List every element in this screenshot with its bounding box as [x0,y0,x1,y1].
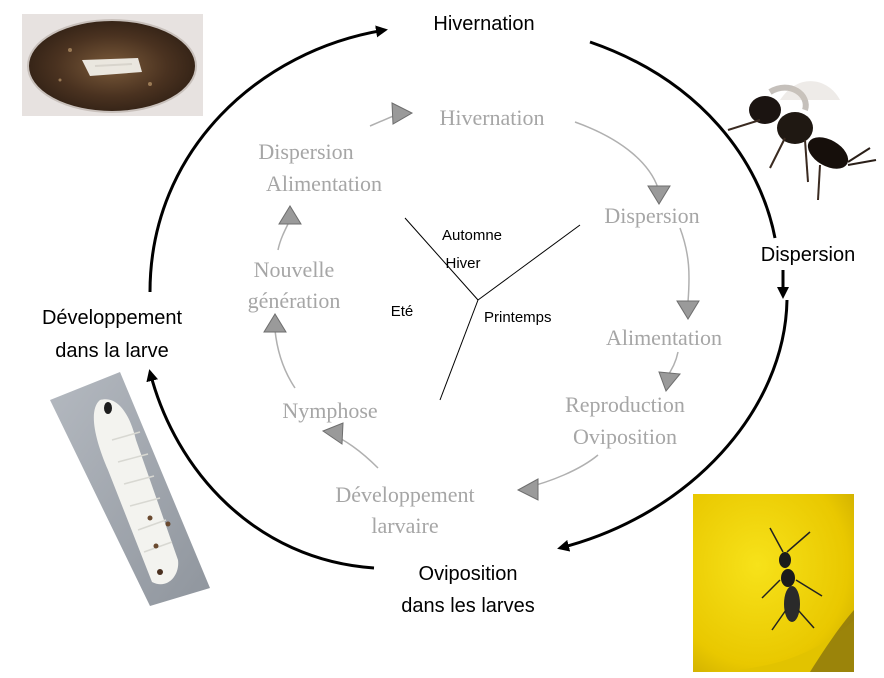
outer-label-hivernation: Hivernation [433,13,534,35]
season-label-printemps: Printemps [484,309,552,326]
inner-arrowhead [392,103,412,124]
inner-arrowhead [659,372,680,391]
wasp-photo [728,81,876,200]
inner-arrowhead [677,301,699,319]
outer-label-developpement-2: dans la larve [55,340,168,362]
outer-label-oviposition-2: dans les larves [401,595,534,617]
inner-label-disp-alim-1: Dispersion [258,139,353,164]
inner-arrowhead [264,314,286,332]
inner-label-hivernation: Hivernation [439,105,544,130]
inner-label-dev-larvaire-2: larvaire [371,513,438,538]
outer-label-oviposition-1: Oviposition [419,563,518,585]
inner-label-reproduction-1: Reproduction [565,392,685,417]
inner-arrowhead [323,423,343,444]
inner-label-disp-alim-2: Alimentation [266,171,382,196]
inner-arrowhead [518,479,538,500]
inner-arrowhead [279,206,301,224]
season-label-ete: Eté [391,303,414,320]
season-label-automne: Automne [442,227,502,244]
inner-label-nymphose: Nymphose [282,398,377,423]
larva-photo [50,372,210,606]
wasp-on-yellow-petal-photo [693,494,854,672]
inner-label-reproduction-2: Oviposition [573,424,677,449]
inner-label-nouvelle-1: Nouvelle [254,257,335,282]
inner-arrowhead [648,186,670,204]
inner-label-dispersion: Dispersion [604,203,699,228]
cocoon-photo [22,14,203,116]
outer-label-developpement-1: Développement [42,307,183,329]
inner-label-alimentation: Alimentation [606,325,722,350]
inner-label-dev-larvaire-1: Développement [335,482,474,507]
inner-label-nouvelle-2: génération [248,288,341,313]
season-label-hiver: Hiver [445,255,480,272]
outer-label-dispersion: Dispersion [761,244,855,266]
